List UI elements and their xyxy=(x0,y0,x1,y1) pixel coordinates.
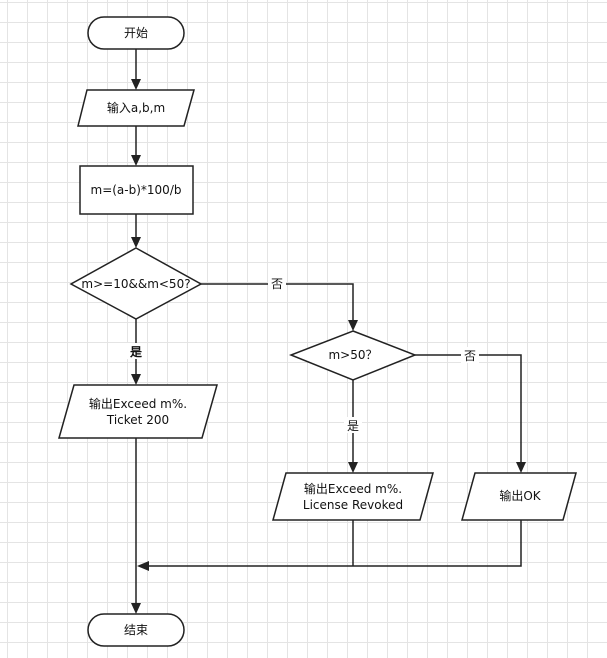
output-ticket-parallelogram-shape xyxy=(58,384,218,439)
output-ok-label: 输出OK xyxy=(499,488,541,503)
end-label: 结束 xyxy=(124,623,148,637)
output-license-parallelogram-shape xyxy=(272,472,434,521)
node-output-ticket: 输出Exceed m%. Ticket 200 xyxy=(58,384,218,439)
edge-decision1-no xyxy=(201,283,354,321)
arrow-merge-main xyxy=(137,561,149,571)
input-label: 输入a,b,m xyxy=(107,100,165,115)
edge-label-d2-yes: 是 xyxy=(347,419,359,433)
arrow-start-input xyxy=(131,79,141,90)
edge-label-d1-yes: 是 xyxy=(129,345,143,359)
arrow-ticket-end xyxy=(131,603,141,614)
node-output-ok: 输出OK xyxy=(461,472,577,521)
node-end: 结束 xyxy=(87,613,185,647)
decision1-diamond-shape xyxy=(69,247,203,320)
input-parallelogram-shape xyxy=(77,89,195,127)
output-license-line1: 输出Exceed m%. xyxy=(304,481,402,496)
compute-process-shape xyxy=(79,165,194,215)
output-ticket-line1: 输出Exceed m%. xyxy=(89,396,187,411)
arrow-compute-decision1 xyxy=(131,237,141,248)
node-decision2: m>50？ xyxy=(288,330,418,381)
output-license-line2: License Revoked xyxy=(303,498,403,512)
decision2-diamond-shape xyxy=(288,330,418,381)
arrow-decision2-no xyxy=(516,462,526,473)
arrow-decision1-yes xyxy=(131,374,141,385)
node-input: 输入a,b,m xyxy=(77,89,195,127)
end-terminator-shape xyxy=(87,613,185,647)
node-start: 开始 xyxy=(87,16,185,50)
decision1-label: m>=10&&m<50? xyxy=(81,277,190,291)
edge-ok-merge xyxy=(148,520,522,567)
node-compute: m=(a-b)*100/b xyxy=(79,165,194,215)
output-ok-parallelogram-shape xyxy=(461,472,577,521)
connectors xyxy=(131,49,526,614)
node-decision1: m>=10&&m<50? xyxy=(69,247,203,320)
arrow-decision1-no xyxy=(348,320,358,331)
edge-labels: 否 是 否 是 xyxy=(127,275,479,433)
node-output-license: 输出Exceed m%. License Revoked xyxy=(272,472,434,521)
decision2-label: m>50？ xyxy=(328,348,377,362)
edge-label-d1-no: 否 xyxy=(271,277,283,291)
start-label: 开始 xyxy=(124,26,148,40)
edge-label-d2-no: 否 xyxy=(464,349,476,363)
arrow-input-compute xyxy=(131,155,141,166)
arrow-decision2-yes xyxy=(348,462,358,473)
compute-label: m=(a-b)*100/b xyxy=(91,183,182,197)
edge-decision2-no xyxy=(415,354,522,463)
output-ticket-line2: Ticket 200 xyxy=(106,413,169,427)
start-terminator-shape xyxy=(87,16,185,50)
